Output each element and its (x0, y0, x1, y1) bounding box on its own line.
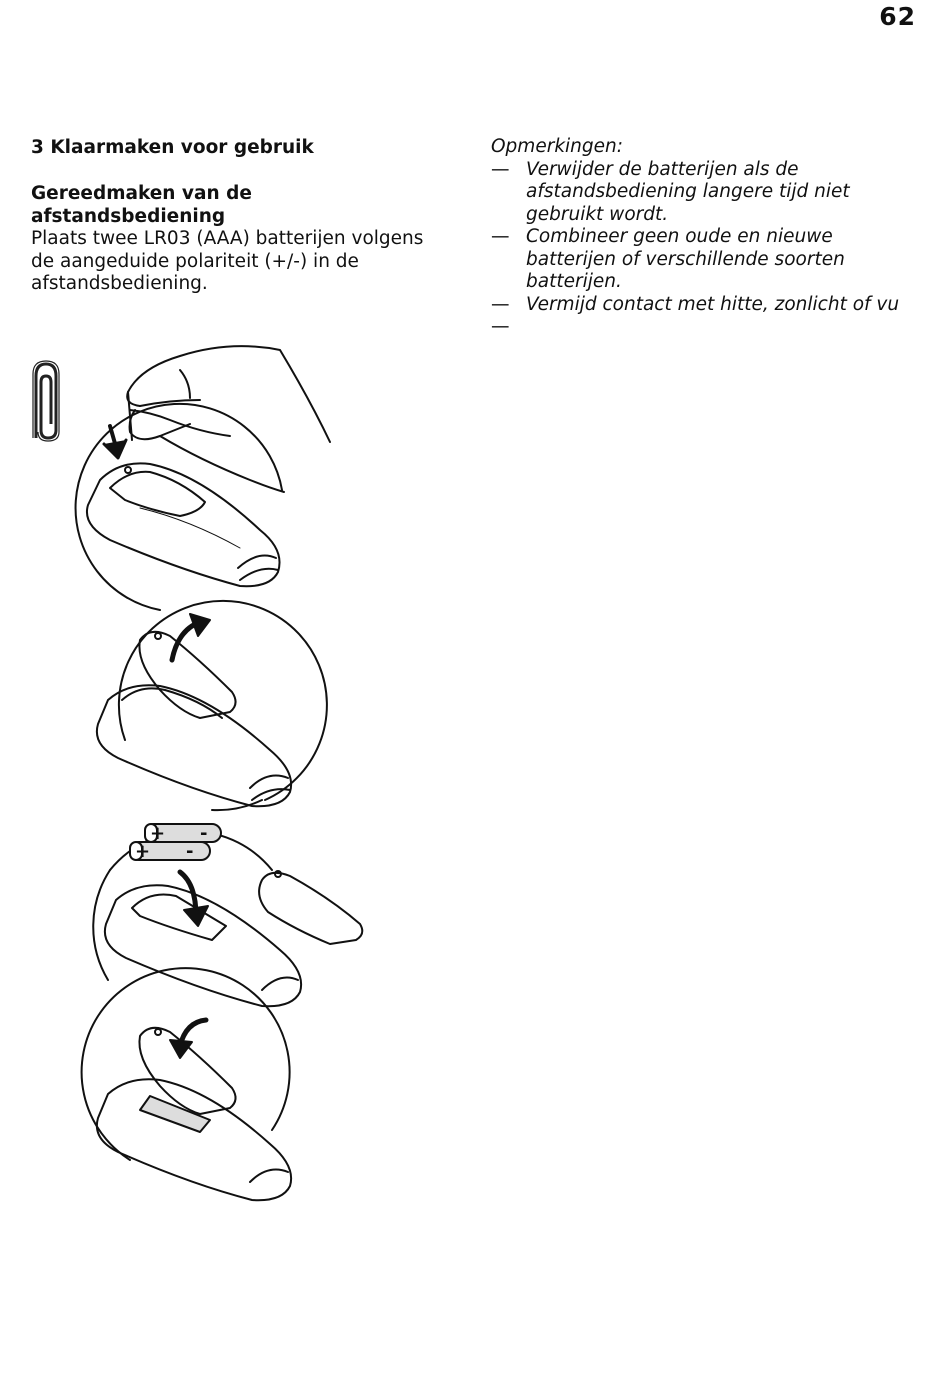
note-item: — Verwijder de batterijen als de afstands… (491, 159, 931, 227)
note-item: — Combineer geen oude en nieuwe batterije… (491, 226, 931, 294)
note-dash: — (491, 316, 510, 337)
battery-installation-illustration: + - + - (74, 345, 364, 1202)
battery-bottom-minus: - (186, 841, 193, 862)
battery-bottom (129, 841, 211, 861)
paperclip-icon (32, 360, 60, 442)
battery-top-plus: + (150, 823, 165, 844)
chapter-title: 3 Klaarmaken voor gebruik (31, 137, 314, 158)
section-title: Gereedmaken van de afstandsbediening (31, 183, 252, 227)
note-dash: — (491, 158, 510, 180)
note-text: Verwijder de batterijen als de afstandsb… (526, 158, 850, 225)
note-text: Combineer geen oude en nieuwe batterijen… (526, 226, 845, 292)
step-2-lift-cover (96, 599, 328, 812)
page-number: 62 (879, 2, 916, 31)
notes-heading: Opmerkingen: (491, 136, 623, 157)
instruction-text: Plaats twee LR03 (AAA) batterijen volgen… (31, 228, 424, 294)
step-1-open-cover (74, 345, 331, 611)
note-item: — Vermijd contact met hitte, zonlicht of … (491, 294, 931, 317)
battery-top-minus: - (200, 823, 207, 844)
step-3-insert-batteries (92, 823, 364, 1008)
battery-top (144, 823, 222, 843)
note-dash: — (491, 226, 510, 247)
note-item: — (491, 316, 931, 339)
main-column: 3 Klaarmaken voor gebruik Gereedmaken va… (31, 136, 471, 296)
note-dash: — (491, 293, 510, 315)
notes-column: Opmerkingen: — Verwijder de batterijen al… (491, 136, 931, 339)
step-4-close-cover (80, 967, 292, 1202)
notes-list: — Verwijder de batterijen als de afstands… (491, 159, 931, 339)
battery-bottom-plus: + (135, 841, 150, 862)
note-text: Vermijd contact met hitte, zonlicht of v… (526, 293, 900, 315)
